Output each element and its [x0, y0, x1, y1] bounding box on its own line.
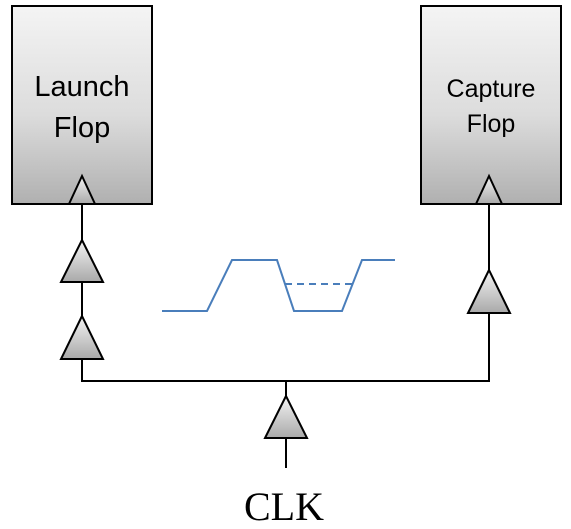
launch-flop: Launch Flop	[11, 5, 153, 205]
capture-flop-label-line1: Capture	[447, 75, 536, 103]
clock-buffers	[59, 237, 512, 439]
waveform-solid	[162, 259, 395, 312]
launch-flop-box	[11, 5, 153, 205]
root-buffer-icon	[263, 393, 309, 439]
clock-wires	[81, 204, 490, 468]
wire-capture-branch	[286, 313, 490, 382]
clock-waveform	[162, 259, 395, 312]
launch-flop-label-line1: Launch	[34, 71, 129, 103]
wire-launch-branch	[81, 359, 286, 382]
capture-flop: Capture Flop	[420, 5, 562, 205]
capture-buffer-icon	[466, 267, 512, 314]
launch-flop-label-line2: Flop	[54, 112, 110, 144]
clk-label: CLK	[244, 484, 324, 529]
launch-buffer-upper-icon	[59, 237, 105, 283]
capture-flop-box	[420, 5, 562, 205]
launch-buffer-lower-icon	[59, 313, 105, 360]
capture-flop-label-line2: Flop	[467, 110, 516, 138]
